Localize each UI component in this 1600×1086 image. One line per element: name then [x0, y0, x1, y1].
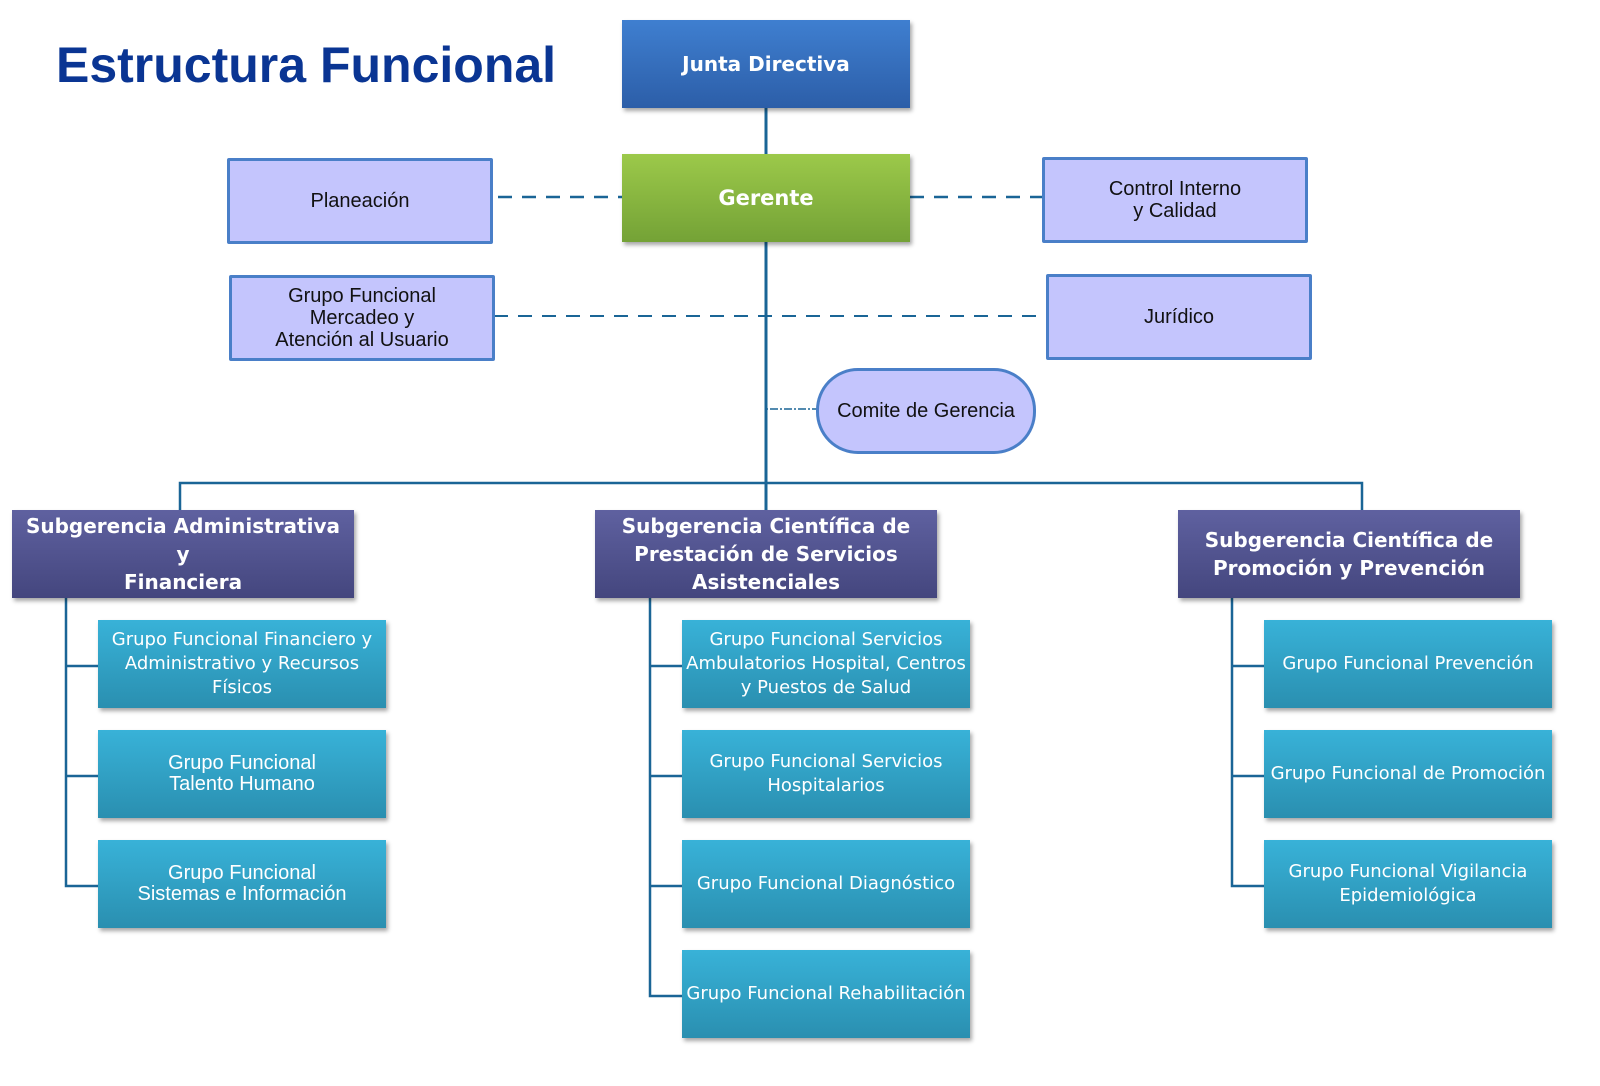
control-interno-label: Control Interno y Calidad — [1108, 178, 1242, 222]
grupo-ambulatorios-box: Grupo Funcional Servicios Ambulatorios H… — [682, 620, 970, 708]
subgerencia-asistencial-label: Subgerencia Científica de Prestación de … — [621, 514, 911, 594]
page-title: Estructura Funcional — [56, 37, 557, 93]
grupo-rehabilitacion-box: Grupo Funcional Rehabilitación — [682, 950, 970, 1038]
grupo-promocion-label: Grupo Funcional de Promoción — [1270, 763, 1546, 784]
connector-subgerencias — [178, 481, 1364, 512]
grupo-vigilancia-box: Grupo Funcional Vigilancia Epidemiológic… — [1264, 840, 1552, 928]
grupo-ambulatorios-label: Grupo Funcional Servicios Ambulatorios H… — [686, 629, 966, 698]
comite-gerencia-label: Comite de Gerencia — [837, 399, 1015, 422]
grupo-hospitalarios-label: Grupo Funcional Servicios Hospitalarios — [709, 751, 943, 796]
grupo-rehabilitacion-label: Grupo Funcional Rehabilitación — [686, 983, 966, 1004]
subgerencia-administrativa-box: Subgerencia Administrativa y Financiera — [12, 510, 354, 598]
tree-center — [648, 598, 682, 998]
grupo-promocion-box: Grupo Funcional de Promoción — [1264, 730, 1552, 818]
mercadeo-box: Grupo Funcional Mercadeo y Atención al U… — [229, 275, 495, 361]
subgerencia-administrativa-label: Subgerencia Administrativa y Financiera — [25, 514, 341, 594]
mercadeo-label: Grupo Funcional Mercadeo y Atención al U… — [275, 285, 449, 351]
grupo-prevencion-label: Grupo Funcional Prevención — [1282, 653, 1534, 674]
tree-left — [64, 598, 98, 888]
subgerencia-asistencial-box: Subgerencia Científica de Prestación de … — [595, 510, 937, 598]
gerente-label: Gerente — [718, 186, 814, 210]
grupo-vigilancia-label: Grupo Funcional Vigilancia Epidemiológic… — [1288, 861, 1528, 906]
grupo-sistemas-box: Grupo Funcional Sistemas e Información — [98, 840, 386, 928]
control-interno-box: Control Interno y Calidad — [1042, 157, 1308, 243]
juridico-box: Jurídico — [1046, 274, 1312, 360]
grupo-talento-humano-box: Grupo Funcional Talento Humano — [98, 730, 386, 818]
comite-gerencia-box: Comite de Gerencia — [816, 368, 1036, 454]
juridico-label: Jurídico — [1143, 306, 1215, 328]
junta-directiva-box: Junta Directiva — [622, 20, 910, 108]
subgerencia-promocion-box: Subgerencia Científica de Promoción y Pr… — [1178, 510, 1520, 598]
grupo-diagnostico-box: Grupo Funcional Diagnóstico — [682, 840, 970, 928]
junta-directiva-label: Junta Directiva — [682, 52, 850, 76]
grupo-diagnostico-label: Grupo Funcional Diagnóstico — [696, 873, 956, 894]
grupo-hospitalarios-box: Grupo Funcional Servicios Hospitalarios — [682, 730, 970, 818]
grupo-talento-humano-label: Grupo Funcional Talento Humano — [168, 752, 316, 795]
subgerencia-promocion-label: Subgerencia Científica de Promoción y Pr… — [1204, 528, 1494, 580]
grupo-sistemas-label: Grupo Funcional Sistemas e Información — [137, 862, 347, 905]
gerente-box: Gerente — [622, 154, 910, 242]
planeacion-label: Planeación — [310, 190, 410, 212]
tree-right — [1230, 598, 1264, 888]
grupo-prevencion-box: Grupo Funcional Prevención — [1264, 620, 1552, 708]
grupo-financiero-label: Grupo Funcional Financiero y Administrat… — [111, 629, 373, 698]
planeacion-box: Planeación — [227, 158, 493, 244]
grupo-financiero-box: Grupo Funcional Financiero y Administrat… — [98, 620, 386, 708]
